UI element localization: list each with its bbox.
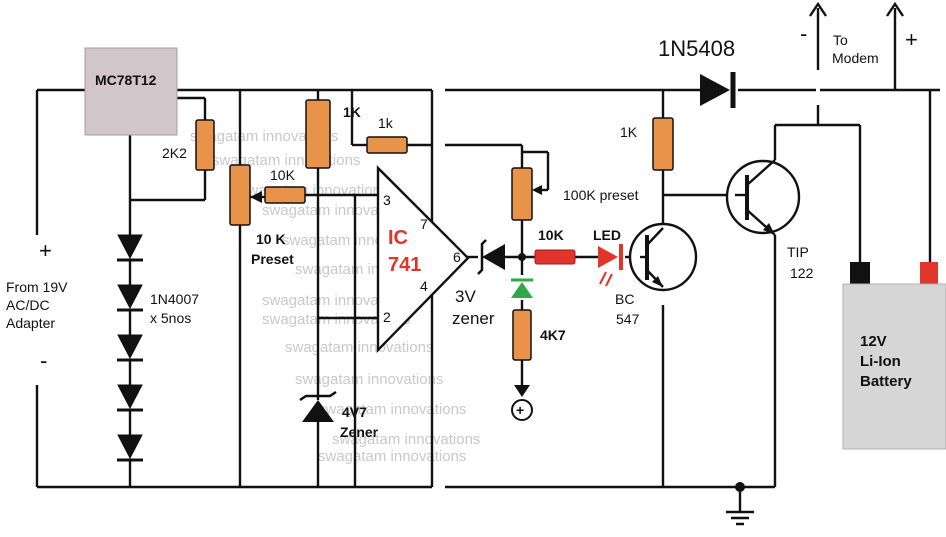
watermark-group: swagatam innovations swagatam innovation… bbox=[190, 128, 480, 465]
watermark: swagatam innovations bbox=[262, 292, 410, 309]
watermark: swagatam innovations bbox=[318, 401, 466, 418]
modem-plus: + bbox=[905, 27, 918, 52]
pin-4: 4 bbox=[420, 278, 428, 294]
modem-to: To bbox=[833, 32, 848, 48]
zener-4v7-value: 4V7 bbox=[342, 404, 367, 420]
preset-100k-label: 100K preset bbox=[563, 187, 639, 203]
positive-terminal-symbol: + bbox=[516, 402, 524, 418]
resistor-2k2-label: 2K2 bbox=[162, 145, 187, 161]
pin-7: 7 bbox=[420, 216, 428, 232]
pin-2: 2 bbox=[383, 309, 391, 325]
ic-label: IC bbox=[388, 227, 408, 249]
zener-3v-word: zener bbox=[452, 309, 495, 328]
resistor-1k-top: 1K bbox=[305, 99, 361, 169]
diode-1n5408-label: 1N5408 bbox=[658, 36, 735, 61]
zener-3v-value: 3V bbox=[455, 287, 476, 306]
resistor-1k-small-label: 1k bbox=[378, 115, 394, 131]
ic-number: 741 bbox=[388, 254, 421, 276]
input-label-a: From 19V bbox=[6, 279, 68, 295]
watermark: swagatam innovations bbox=[295, 371, 443, 388]
wire-gap bbox=[434, 88, 443, 489]
bc-label-a: BC bbox=[615, 291, 634, 307]
watermark: swagatam innovations bbox=[318, 448, 466, 465]
resistor-10k-left: 10K bbox=[264, 167, 306, 204]
battery-word: Battery bbox=[860, 373, 912, 390]
resistor-10k-red: 10K bbox=[534, 227, 576, 265]
watermark: swagatam innovations bbox=[262, 311, 410, 328]
resistor-2k2: 2K2 bbox=[162, 119, 215, 171]
preset-10k-value: 10 K bbox=[256, 231, 286, 247]
positive-terminal: + bbox=[511, 385, 533, 421]
zener-3v: 3V zener bbox=[452, 239, 526, 328]
zener-4v7-word: Zener bbox=[340, 424, 379, 440]
tip-label-b: 122 bbox=[790, 265, 814, 281]
diode-green bbox=[511, 278, 533, 298]
battery-voltage: 12V bbox=[860, 333, 887, 350]
watermark: swagatam innovations bbox=[190, 128, 338, 145]
input-label-c: Adapter bbox=[6, 315, 55, 331]
preset-10k: 10 K Preset bbox=[229, 164, 294, 267]
resistor-10k-left-label: 10K bbox=[270, 167, 296, 183]
resistor-10k-red-label: 10K bbox=[538, 227, 564, 243]
transistor-bc547: BC 547 bbox=[615, 222, 698, 327]
input-supply: + From 19V AC/DC Adapter - bbox=[6, 238, 68, 373]
tip-label-a: TIP bbox=[787, 244, 809, 260]
modem-arrowheads bbox=[809, 1, 904, 17]
regulator-mc78t12: MC78T12 bbox=[84, 47, 178, 136]
diode-1n5408: 1N5408 bbox=[658, 36, 736, 108]
wires bbox=[35, 8, 940, 512]
resistor-4k7-label: 4K7 bbox=[540, 327, 566, 343]
led-label: LED bbox=[593, 227, 621, 243]
battery-type: Li-Ion bbox=[860, 353, 901, 370]
diodes-label-b: x 5nos bbox=[150, 310, 191, 326]
pin-3: 3 bbox=[383, 192, 391, 208]
resistor-1k-top-label: 1K bbox=[343, 104, 361, 120]
resistor-1k-right: 1K bbox=[620, 117, 674, 171]
modem-output: - + To Modem bbox=[800, 21, 918, 105]
transistor-tip122: TIP 122 bbox=[725, 159, 814, 281]
watermark: swagatam innovations bbox=[285, 339, 433, 356]
resistor-4k7: 4K7 bbox=[512, 309, 566, 361]
battery-12v: 12V Li-Ion Battery bbox=[842, 262, 946, 450]
resistor-1k-small: 1k bbox=[366, 115, 408, 154]
input-minus: - bbox=[40, 348, 47, 373]
pin-6: 6 bbox=[453, 249, 461, 265]
led: LED bbox=[593, 227, 623, 287]
ground-symbol bbox=[726, 482, 754, 526]
bc-label-b: 547 bbox=[616, 311, 640, 327]
input-plus: + bbox=[39, 238, 52, 263]
diodes-label-a: 1N4007 bbox=[150, 291, 199, 307]
watermark: swagatam innovations bbox=[262, 202, 410, 219]
opamp-ic741: IC 741 3 7 6 4 2 bbox=[376, 165, 470, 353]
diode-stack-1n4007: 1N4007 x 5nos bbox=[117, 234, 199, 470]
input-label-b: AC/DC bbox=[6, 297, 50, 313]
watermark: swagatam innovations bbox=[332, 431, 480, 448]
resistor-1k-right-label: 1K bbox=[620, 124, 638, 140]
modem-word: Modem bbox=[832, 50, 879, 66]
preset-100k: 100K preset bbox=[511, 167, 639, 221]
preset-word: Preset bbox=[251, 251, 294, 267]
zener-4v7: 4V7 Zener bbox=[299, 385, 379, 445]
modem-minus: - bbox=[800, 21, 807, 46]
regulator-label: MC78T12 bbox=[95, 72, 157, 88]
